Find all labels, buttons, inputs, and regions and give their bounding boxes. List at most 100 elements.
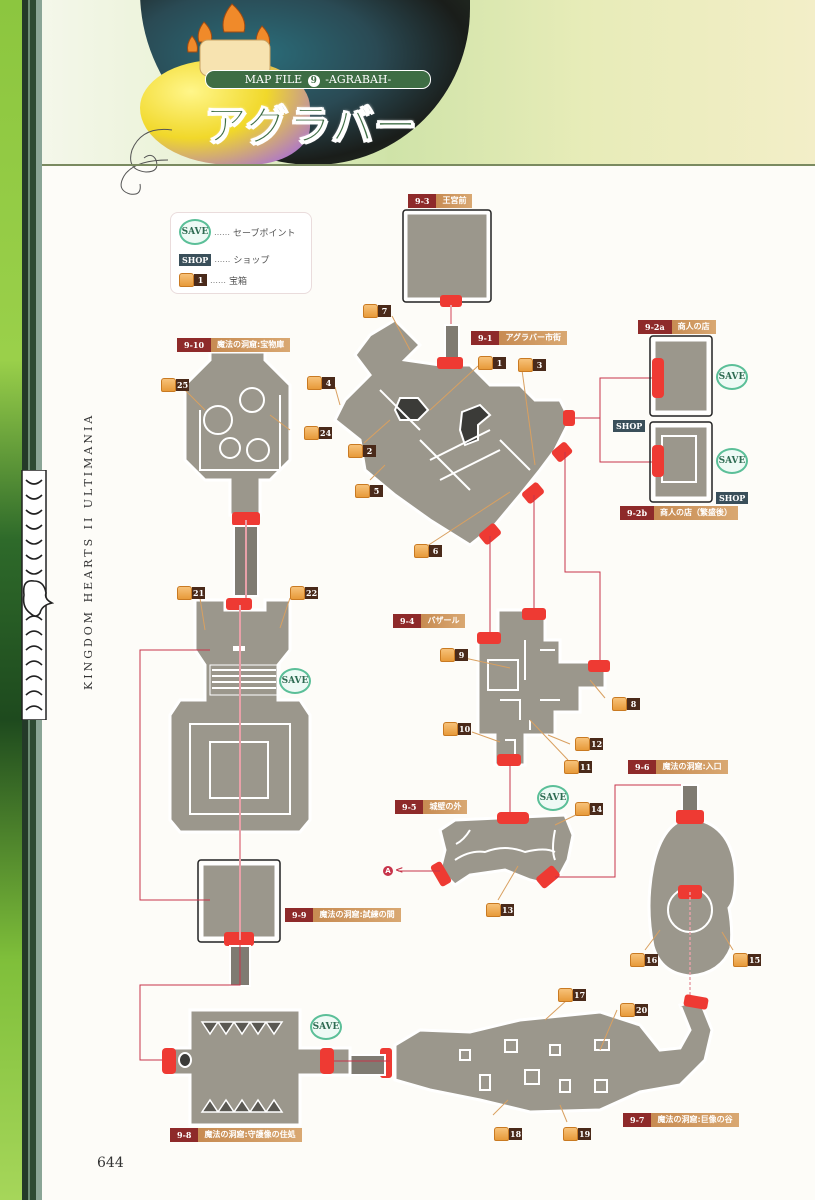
- door-9-5-southeast[interactable]: [535, 865, 561, 890]
- door-9-4-east[interactable]: [588, 660, 610, 672]
- legend-chest-label: 宝箱: [229, 276, 248, 287]
- treasure-chest-icon: [414, 544, 429, 558]
- chest-17[interactable]: 17: [558, 988, 587, 1002]
- area-code: 9-10: [177, 338, 212, 352]
- door-9-10-south[interactable]: [232, 512, 260, 526]
- chest-number: 15: [748, 954, 762, 966]
- chest-5[interactable]: 5: [355, 484, 383, 498]
- treasure-chest-icon: [486, 903, 501, 917]
- room-9-8[interactable]: [162, 1008, 352, 1127]
- area-name: 魔法の洞窟:守護像の住処: [198, 1128, 302, 1142]
- door-9-8-east[interactable]: [320, 1048, 334, 1074]
- chest-20[interactable]: 20: [620, 1003, 649, 1017]
- save-point-9-9[interactable]: SAVE: [279, 668, 311, 694]
- door-9-1-east[interactable]: [563, 410, 575, 426]
- area-name: 商人の店（繁盛後）: [654, 506, 739, 520]
- chest-16[interactable]: 16: [630, 953, 659, 967]
- door-9-9-north[interactable]: [226, 598, 252, 610]
- chest-3[interactable]: 3: [518, 358, 546, 372]
- room-9-7[interactable]: [380, 994, 714, 1114]
- chest-2[interactable]: 2: [348, 444, 376, 458]
- legend-shop-badge: SHOP: [179, 253, 212, 266]
- door-9-5-west[interactable]: [430, 861, 452, 888]
- chest-24[interactable]: 24: [304, 426, 333, 440]
- chest-number: 21: [192, 587, 206, 599]
- door-9-5-north[interactable]: [497, 812, 529, 824]
- chest-8[interactable]: 8: [612, 697, 640, 711]
- chest-21[interactable]: 21: [177, 586, 206, 600]
- door-9-2a[interactable]: [652, 358, 664, 398]
- chest-leader-lines: [184, 315, 734, 1123]
- chest-number: 1: [194, 274, 207, 286]
- door-9-1-southwest[interactable]: [478, 522, 502, 546]
- chest-number: 5: [370, 485, 383, 497]
- treasure-chest-icon: [620, 1003, 635, 1017]
- chest-number: 19: [578, 1128, 592, 1140]
- chest-25[interactable]: 25: [161, 378, 190, 392]
- save-point-9-5[interactable]: SAVE: [537, 785, 569, 811]
- chest-11[interactable]: 11: [564, 760, 593, 774]
- legend-shop-label: ショップ: [233, 256, 270, 266]
- chest-7[interactable]: 7: [363, 304, 391, 318]
- room-9-2b[interactable]: [649, 421, 713, 503]
- save-point-9-8[interactable]: SAVE: [310, 1014, 342, 1040]
- legend-save-badge: SAVE: [179, 219, 211, 245]
- room-9-1[interactable]: [333, 318, 575, 547]
- area-name: 城壁の外: [423, 800, 468, 814]
- shop-9-2a[interactable]: SHOP: [613, 414, 646, 433]
- chest-9[interactable]: 9: [440, 648, 468, 662]
- chest-12[interactable]: 12: [575, 737, 604, 751]
- door-9-3-south[interactable]: [440, 295, 462, 307]
- chest-4[interactable]: 4: [307, 376, 335, 390]
- chest-number: 13: [501, 904, 515, 916]
- chest-1[interactable]: 1: [478, 356, 506, 370]
- shop-9-2b[interactable]: SHOP: [716, 486, 749, 505]
- area-name: 魔法の洞窟:試練の間: [313, 908, 401, 922]
- treasure-chest-icon: [575, 737, 590, 751]
- door-9-2b[interactable]: [652, 445, 664, 477]
- save-badge: SAVE: [716, 448, 748, 474]
- door-9-4-north[interactable]: [522, 608, 546, 620]
- chest-10[interactable]: 10: [443, 722, 472, 736]
- save-badge: SAVE: [310, 1014, 342, 1040]
- shop-badge: SHOP: [716, 492, 749, 504]
- arrow-left-icon: <: [395, 865, 404, 876]
- room-9-10[interactable]: [183, 350, 292, 526]
- chest-13[interactable]: 13: [486, 903, 515, 917]
- route-9-9-side: [139, 649, 210, 901]
- area-code: 9-8: [170, 1128, 199, 1142]
- area-code: 9-3: [408, 194, 437, 208]
- door-9-7-east[interactable]: [683, 994, 709, 1010]
- exit-a-label: A: [383, 865, 393, 876]
- exit-a-marker[interactable]: A<: [383, 865, 403, 876]
- chest-number: 10: [458, 723, 472, 735]
- door-9-4-south[interactable]: [497, 754, 521, 766]
- room-9-5[interactable]: [430, 812, 575, 890]
- room-9-3[interactable]: [402, 209, 492, 307]
- chest-14[interactable]: 14: [575, 802, 604, 816]
- chest-6[interactable]: 6: [414, 544, 442, 558]
- door-9-1-south[interactable]: [521, 481, 545, 505]
- chest-19[interactable]: 19: [563, 1127, 592, 1141]
- door-9-1-southeast[interactable]: [551, 441, 574, 463]
- door-9-8-west[interactable]: [162, 1048, 176, 1074]
- chest-15[interactable]: 15: [733, 953, 762, 967]
- save-point-9-2a[interactable]: SAVE: [716, 364, 748, 390]
- door-9-6-north[interactable]: [676, 810, 704, 824]
- save-point-9-2b[interactable]: SAVE: [716, 448, 748, 474]
- save-badge: SAVE: [716, 364, 748, 390]
- door-9-4-northwest[interactable]: [477, 632, 501, 644]
- chest-18[interactable]: 18: [494, 1127, 523, 1141]
- room-9-6[interactable]: [647, 784, 737, 978]
- treasure-chest-icon: [518, 358, 533, 372]
- treasure-chest-icon: [630, 953, 645, 967]
- chest-22[interactable]: 22: [290, 586, 319, 600]
- door-9-1-north[interactable]: [437, 357, 463, 369]
- room-9-2a[interactable]: [649, 335, 713, 417]
- room-9-4[interactable]: [476, 608, 610, 767]
- treasure-chest-icon: [304, 426, 319, 440]
- treasure-chest-icon: [348, 444, 363, 458]
- heart-ornament-icon: [21, 470, 54, 720]
